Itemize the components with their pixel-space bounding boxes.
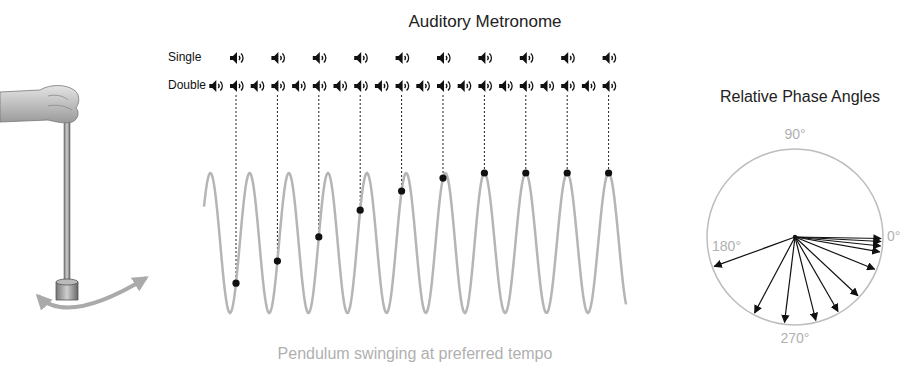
angle-label: 180° bbox=[712, 238, 741, 254]
phase-circle bbox=[707, 149, 883, 325]
pendulum-wave bbox=[204, 173, 626, 313]
metronome-icons bbox=[209, 52, 615, 92]
angle-label: 270° bbox=[781, 330, 810, 346]
section-heading: Relative Phase Angles bbox=[720, 88, 880, 106]
angle-label: 0° bbox=[887, 228, 900, 244]
hand-pendulum bbox=[0, 86, 146, 308]
section-heading: Auditory Metronome bbox=[408, 12, 561, 32]
row-label: Double bbox=[168, 79, 206, 93]
caption-text: Pendulum swinging at preferred tempo bbox=[278, 345, 553, 363]
row-label: Single bbox=[168, 51, 201, 65]
angle-label: 90° bbox=[784, 126, 805, 142]
beat-dots bbox=[232, 169, 612, 286]
